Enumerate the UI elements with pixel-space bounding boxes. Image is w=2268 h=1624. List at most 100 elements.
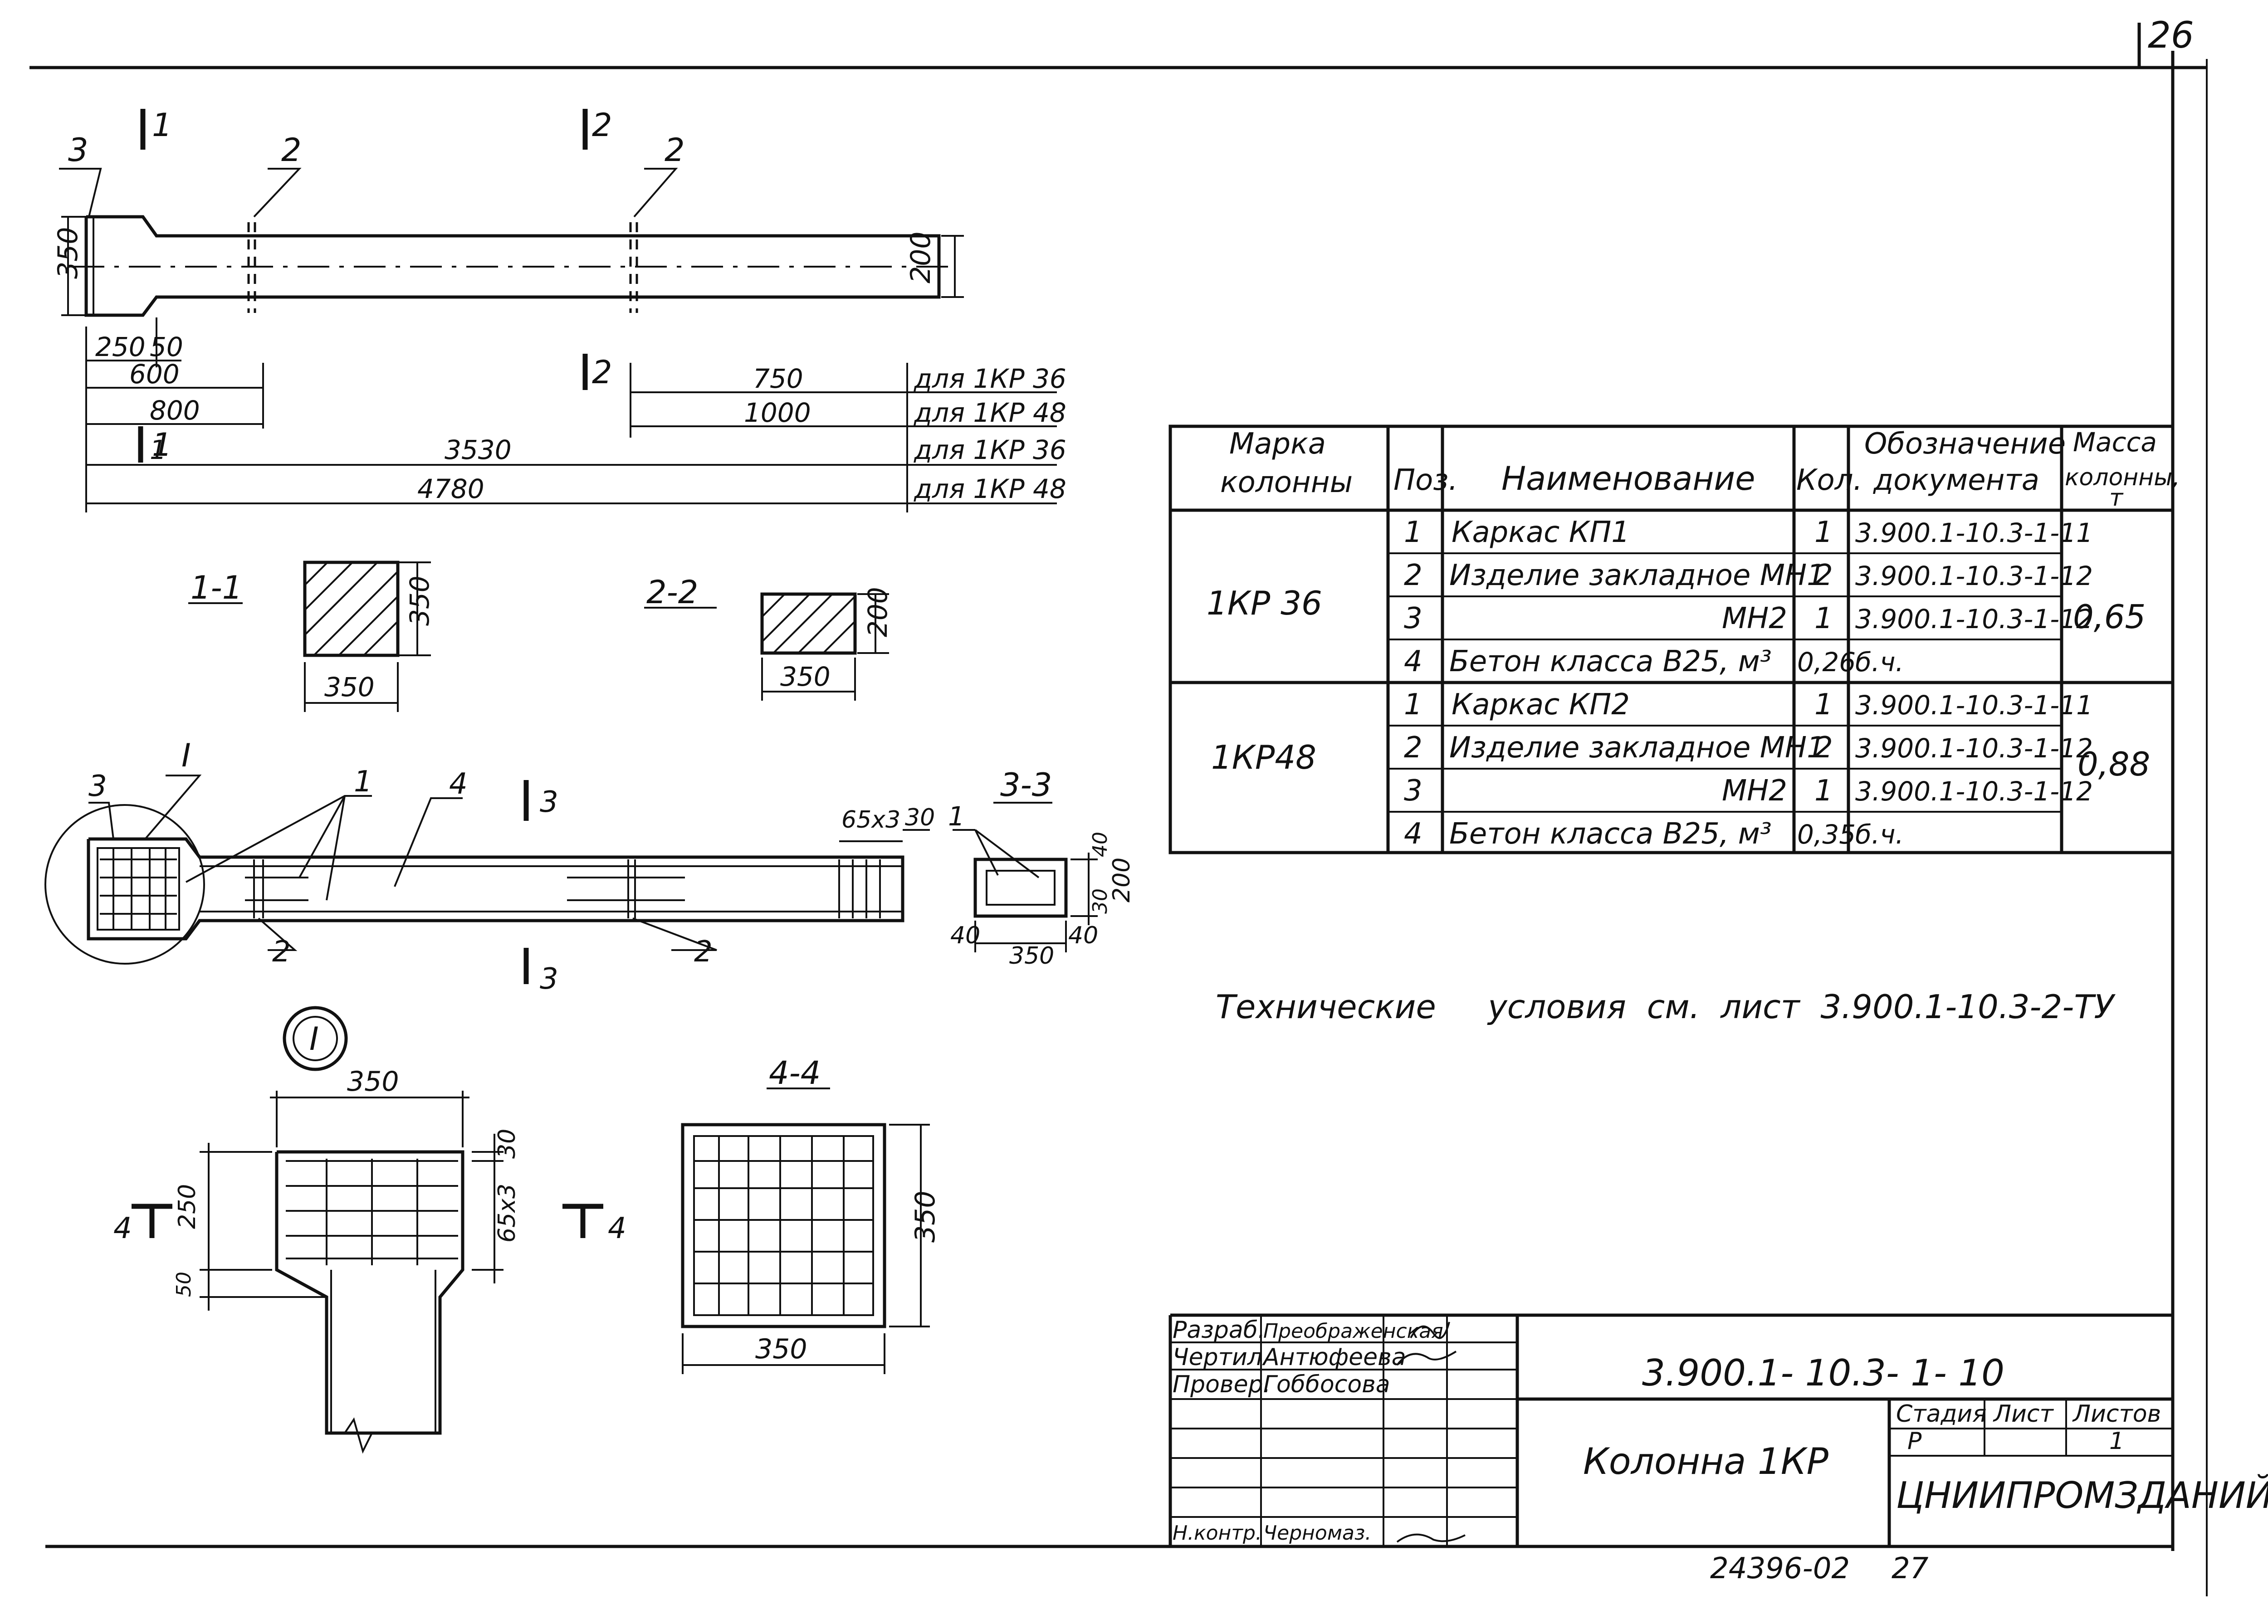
spec-row: 2 Изделие закладное МН1 2 3.900.1-10.3-1… <box>1404 559 2093 592</box>
rebar-end-30: 30 <box>905 804 935 831</box>
spec-row: 1 Каркас КП2 1 3.900.1-10.3-1-11 <box>1404 688 2093 722</box>
rebar-leader-2-left: 2 <box>272 935 291 969</box>
section-mark-1-top: 1 <box>152 107 172 144</box>
section-mark-2-bottom: 2 <box>592 354 612 391</box>
header-mark-line2: колонны <box>1220 466 1353 499</box>
row-name: Изделие закладное МН1 <box>1449 731 1825 765</box>
row-pos: 4 <box>1404 645 1422 678</box>
row-doc: 3.900.1-10.3-1-12 <box>1855 776 2093 807</box>
dim-1000: 1000 <box>744 397 811 428</box>
cut-mark-4-left: 4 <box>113 1212 132 1245</box>
dim-height-200: 200 <box>905 231 937 283</box>
callout-I-label: I <box>181 737 191 774</box>
section-2-2-height: 200 <box>862 587 893 637</box>
rebar-leader-1: 1 <box>354 765 372 799</box>
row-qty: 1 <box>1814 688 1833 722</box>
header-mark-line1: Марка <box>1229 427 1326 461</box>
section-mark-3-bottom: 3 <box>540 962 558 996</box>
header-mass-line1: Масса <box>2073 427 2157 458</box>
section-4-4 <box>681 1088 930 1374</box>
archive-page: 27 <box>1892 1552 1929 1585</box>
drawing-name: Колонна 1КР <box>1583 1440 1829 1483</box>
spec-row: 4 Бетон класса В25, м³ 0,26 б.ч. <box>1404 645 1904 678</box>
group-mark: 1КР 36 <box>1207 584 1322 622</box>
row-name: Бетон класса В25, м³ <box>1449 817 1772 851</box>
dim-mark-1: 1 <box>150 434 166 465</box>
section-3-3-dim-350: 350 <box>1009 942 1054 970</box>
header-qty: Кол. <box>1796 463 1862 497</box>
column-elevation <box>59 109 1057 512</box>
person-drawn: Антюфеева <box>1262 1344 1406 1371</box>
detail-I-width: 350 <box>347 1066 399 1097</box>
rebar-spacing: 65х3 <box>841 806 900 834</box>
section-3-3-dim-40-right: 40 <box>1068 922 1098 949</box>
row-doc: 3.900.1-10.3-1-12 <box>1855 604 2093 634</box>
spec-row: 1 Каркас КП1 1 3.900.1-10.3-1-11 <box>1404 516 2093 549</box>
section-3-3 <box>953 802 1098 952</box>
row-qty: 1 <box>1814 774 1833 808</box>
dim-height-350: 350 <box>52 227 84 279</box>
spec-row: 2 Изделие закладное МН1 2 3.900.1-10.3-1… <box>1404 731 2093 765</box>
dim-800: 800 <box>150 395 200 426</box>
row-name: Каркас КП1 <box>1452 516 1630 549</box>
organization: ЦНИИПРОМЗДАНИЙ <box>1896 1474 2268 1517</box>
header-doc-line1: Обозначение <box>1864 427 2066 461</box>
leader-2-left: 2 <box>281 132 302 169</box>
role-developer: Разраб. <box>1173 1317 1265 1344</box>
section-3-3-dim-40-top: 40 <box>1089 832 1112 857</box>
header-mass-line2: колонны, <box>2065 464 2180 491</box>
header-mass-line3: т <box>2109 484 2124 512</box>
row-pos: 4 <box>1404 817 1422 851</box>
row-doc: 3.900.1-10.3-1-12 <box>1855 561 2093 591</box>
detail-I-callout: I <box>309 1020 319 1058</box>
rebar-leader-4: 4 <box>449 767 468 801</box>
detail-I-spacing: 65х3 <box>494 1184 521 1243</box>
spec-group-1kp36: 1КР 36 0,65 1 Каркас КП1 1 3.900.1-10.3-… <box>1207 516 2146 678</box>
row-doc: 3.900.1-10.3-1-11 <box>1855 517 2093 548</box>
title-block-text: Разраб. Чертил Провер. Н.контр. Преображ… <box>1173 1317 2268 1545</box>
row-name: Каркас КП2 <box>1452 688 1630 722</box>
section-3-3-dim-40-left: 40 <box>950 922 980 949</box>
spec-table-header: Марка колонны Поз. Наименование Кол. Обо… <box>1220 427 2180 512</box>
sheets-label: Листов <box>2072 1400 2161 1428</box>
section-1-1-height: 350 <box>404 575 435 626</box>
spec-table-grid <box>1168 424 2175 854</box>
section-mark-1-bottom: 1 <box>152 426 172 463</box>
section-mark-3-top: 3 <box>540 785 558 819</box>
section-3-3-dim-30: 30 <box>1089 888 1112 914</box>
row-pos: 1 <box>1404 516 1422 549</box>
section-1-1-title: 1-1 <box>191 569 242 606</box>
section-3-3-leader: 1 <box>948 801 965 832</box>
sheet-label: Лист <box>1993 1400 2054 1428</box>
note-1kp36-a: для 1КР 36 <box>914 363 1066 394</box>
header-name: Наименование <box>1501 459 1755 497</box>
row-pos: 1 <box>1404 688 1422 722</box>
row-name: Бетон класса В25, м³ <box>1449 645 1772 678</box>
row-pos: 2 <box>1404 559 1422 592</box>
elevation-labels: 1 2 2 1 3 2 2 350 200 250 50 600 800 750… <box>52 107 1066 504</box>
row-name: МН2 <box>1722 774 1787 808</box>
person-developer: Преображенская <box>1263 1320 1443 1343</box>
note-1kp48-a: для 1КР 48 <box>914 397 1066 428</box>
dim-600: 600 <box>129 359 180 390</box>
reinforcement-labels: I 3 1 4 2 2 3 3 65х3 30 <box>88 737 935 996</box>
row-qty: 1 <box>1814 516 1833 549</box>
section-4-4-width: 350 <box>755 1333 807 1365</box>
rebar-leader-3: 3 <box>88 770 107 803</box>
stage-value: Р <box>1907 1428 1922 1455</box>
drawing-frame <box>29 23 2208 1596</box>
detail-I-top-30: 30 <box>494 1129 521 1159</box>
row-name: МН2 <box>1722 602 1787 635</box>
group-mark: 1КР48 <box>1211 738 1316 776</box>
reinforcement-view <box>44 775 930 984</box>
dim-3530: 3530 <box>445 434 512 465</box>
section-3-3-title: 3-3 <box>1000 766 1052 804</box>
person-norm-control: Черномаз. <box>1263 1522 1371 1545</box>
document-code: 3.900.1- 10.3- 1- 10 <box>1642 1352 2004 1394</box>
dim-50: 50 <box>150 332 183 362</box>
dim-250: 250 <box>95 332 146 362</box>
row-doc: 3.900.1-10.3-1-12 <box>1855 733 2093 764</box>
header-pos: Поз. <box>1393 463 1458 497</box>
row-qty: 2 <box>1814 559 1833 592</box>
section-2-2-width: 350 <box>780 661 831 692</box>
